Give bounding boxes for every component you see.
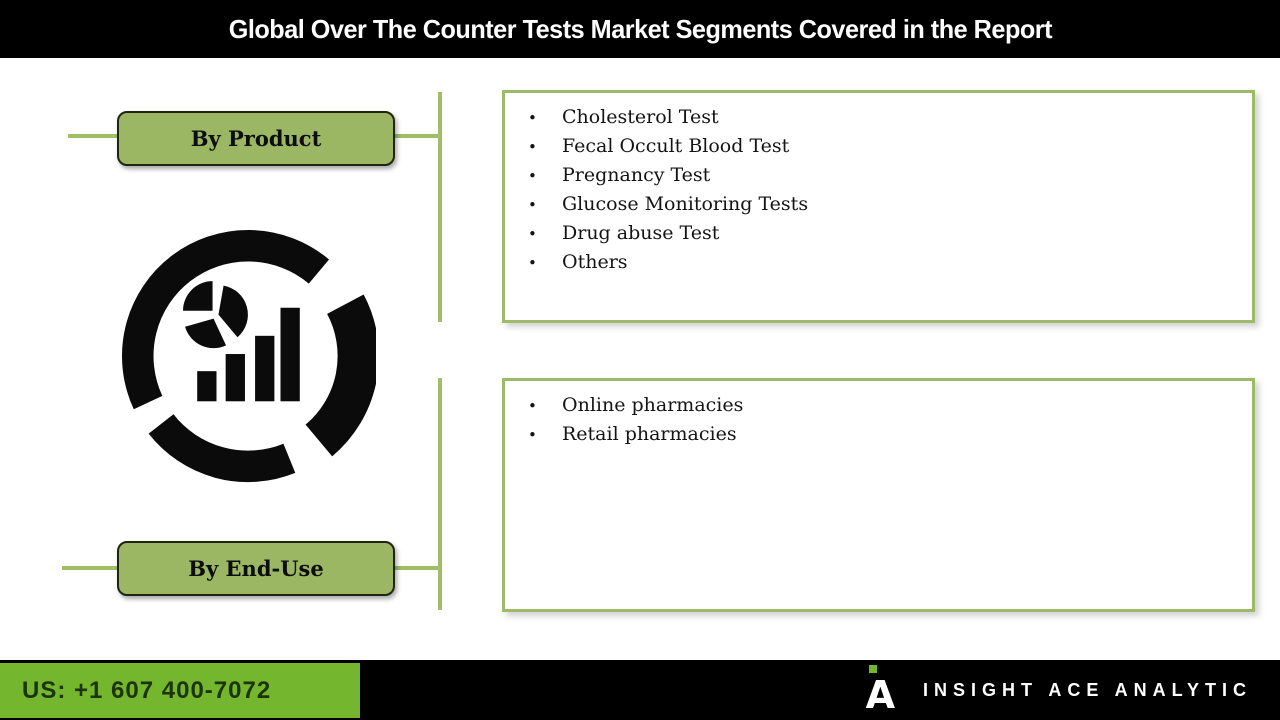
bar [280, 307, 300, 402]
company-name: INSIGHT ACE ANALYTIC [922, 679, 1252, 700]
connector-line [438, 92, 442, 322]
end-use-list-box: • Online pharmacies • Retail pharmacies [502, 378, 1255, 612]
list-item-text: Cholesterol Test [562, 106, 719, 128]
list-item-text: Others [562, 251, 628, 273]
by-end-use-button: By End-Use [117, 541, 395, 596]
market-analytics-icon [122, 229, 376, 483]
by-end-use-label: By End-Use [188, 556, 324, 581]
list-item-text: Retail pharmacies [562, 423, 737, 445]
connector-line [62, 566, 117, 570]
end-use-list: • Online pharmacies • Retail pharmacies [505, 381, 1252, 452]
connector-line [68, 134, 117, 138]
list-item: • Retail pharmacies [528, 423, 1232, 452]
product-list: • Cholesterol Test • Fecal Occult Blood Tes… [505, 93, 1252, 280]
bar [197, 371, 217, 402]
ring-arc-bottom [148, 413, 296, 483]
list-item: • Fecal Occult Blood Test [528, 135, 1232, 164]
list-item: • Online pharmacies [528, 394, 1232, 423]
pie-slice [185, 318, 227, 349]
list-item: • Drug abuse Test [528, 222, 1232, 251]
list-item-text: Pregnancy Test [562, 164, 711, 186]
logo-green-dot [868, 665, 877, 673]
by-product-label: By Product [190, 126, 322, 151]
list-item-text: Drug abuse Test [562, 222, 720, 244]
footer-bar: US: +1 607 400-7072 A INSIGHT ACE ANALYT… [0, 660, 1280, 720]
bullet-dot: • [528, 138, 537, 156]
list-item: • Pregnancy Test [528, 164, 1232, 193]
bullet-dot: • [528, 426, 537, 444]
list-item: • Glucose Monitoring Tests [528, 193, 1232, 222]
company-logo-icon: A [865, 665, 895, 717]
bullet-dot: • [528, 397, 537, 415]
title-bar: Global Over The Counter Tests Market Seg… [0, 0, 1280, 58]
bullet-dot: • [528, 109, 537, 127]
list-item: • Others [528, 251, 1232, 280]
bullet-dot: • [528, 167, 537, 185]
connector-line [391, 134, 440, 138]
logo-letter: A [865, 673, 895, 717]
bullet-dot: • [528, 225, 537, 243]
page-title: Global Over The Counter Tests Market Seg… [228, 13, 1052, 44]
list-item-text: Glucose Monitoring Tests [562, 193, 809, 215]
connector-line [391, 566, 440, 570]
list-item-text: Fecal Occult Blood Test [562, 135, 790, 157]
by-product-button: By Product [117, 111, 395, 166]
company-brand: A INSIGHT ACE ANALYTIC [866, 660, 1252, 720]
pie-slice [183, 281, 213, 311]
phone-number: US: +1 607 400-7072 [22, 676, 272, 704]
bar [225, 354, 245, 402]
bullet-dot: • [528, 196, 537, 214]
bullet-dot: • [528, 254, 537, 272]
bar [255, 335, 275, 402]
pie-slice [218, 285, 248, 338]
phone-box: US: +1 607 400-7072 [0, 663, 360, 718]
list-item: • Cholesterol Test [528, 106, 1232, 135]
connector-line [438, 378, 442, 610]
list-item-text: Online pharmacies [562, 394, 744, 416]
product-list-box: • Cholesterol Test • Fecal Occult Blood Tes… [502, 90, 1255, 323]
ring-arc-top-left [122, 229, 329, 410]
ring-arc-right [305, 294, 376, 457]
